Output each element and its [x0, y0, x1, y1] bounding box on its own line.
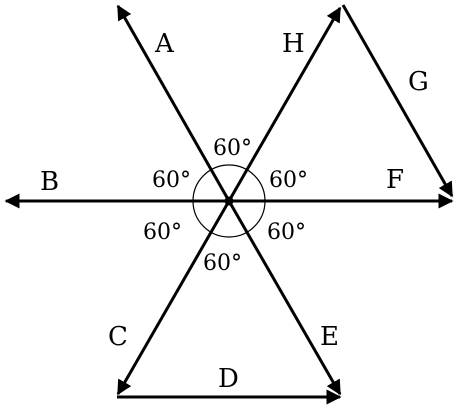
vector-label-g: G — [408, 67, 429, 97]
angle-label-top: 60° — [213, 136, 252, 161]
angle-label-lower-right: 60° — [267, 220, 306, 245]
vector-e-arrow — [227, 200, 342, 396]
vector-label-e: E — [320, 322, 339, 352]
vector-label-c: C — [108, 322, 128, 352]
angle-label-lower-left: 60° — [143, 220, 182, 245]
angle-label-upper-right: 60° — [269, 168, 308, 193]
vector-g-arrow — [341, 4, 454, 198]
vector-label-a: A — [154, 29, 175, 59]
vector-label-b: B — [40, 167, 59, 197]
vector-label-h: H — [282, 29, 305, 59]
vector-c-arrow — [116, 200, 231, 396]
vector-a-arrow — [116, 4, 231, 202]
vector-label-f: F — [386, 165, 404, 195]
angle-label-upper-left: 60° — [152, 168, 191, 193]
vector-label-d: D — [218, 364, 239, 394]
vector-h-arrow — [227, 6, 342, 202]
angle-label-bottom: 60° — [203, 251, 242, 276]
